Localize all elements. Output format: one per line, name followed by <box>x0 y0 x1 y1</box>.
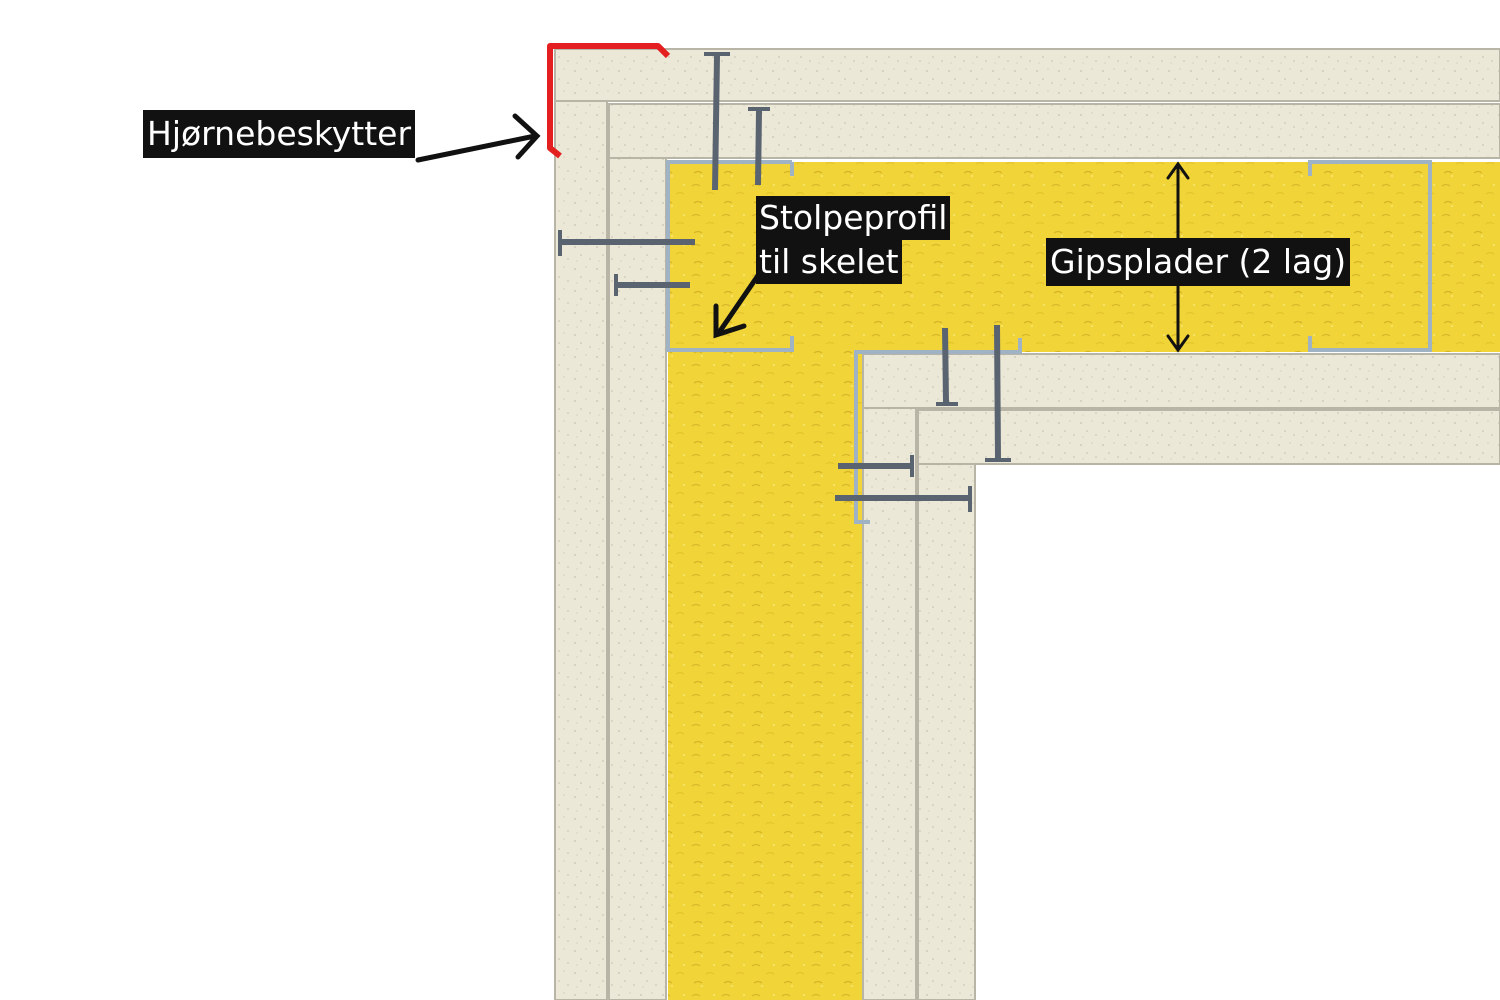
inner-left-board-2 <box>917 463 976 1000</box>
screw-inner-left-2 <box>835 486 972 512</box>
outer-top-board-1 <box>554 48 1500 102</box>
screw-inner-top-1 <box>936 327 958 406</box>
stud-profile-label-line-2: til skelet <box>756 240 902 284</box>
screw-inner-top-2 <box>985 324 1011 462</box>
corner-protector-label: Hjørnebeskytter <box>143 110 416 158</box>
stud-profile-label-line-1: Stolpeprofil <box>756 196 951 240</box>
stud-profile-corner <box>666 160 794 352</box>
corner-protector-arrow <box>415 113 541 163</box>
screw-inner-left-1 <box>838 455 914 477</box>
outer-top-board-2 <box>608 103 1500 159</box>
inner-left-board-1 <box>862 407 917 1000</box>
screw-top-1 <box>704 52 730 191</box>
outer-left-board-1 <box>554 100 608 1000</box>
corner-protector-shape <box>547 43 671 159</box>
inner-top-board-2 <box>917 409 1500 465</box>
screw-left-2 <box>614 274 690 296</box>
plasterboards-label: Gipsplader (2 lag) <box>1046 238 1351 286</box>
insulation-vertical <box>668 162 863 1000</box>
inner-top-board-1 <box>862 353 1500 409</box>
screw-top-2 <box>748 107 770 186</box>
outer-left-board-2 <box>608 157 667 1000</box>
stud-profile-inner-corner <box>854 338 1022 524</box>
stud-profile-label: Stolpeprofil til skelet <box>756 196 951 284</box>
screws <box>558 52 1011 512</box>
screw-left-1 <box>558 230 695 256</box>
stud-profile-right <box>1308 160 1432 352</box>
